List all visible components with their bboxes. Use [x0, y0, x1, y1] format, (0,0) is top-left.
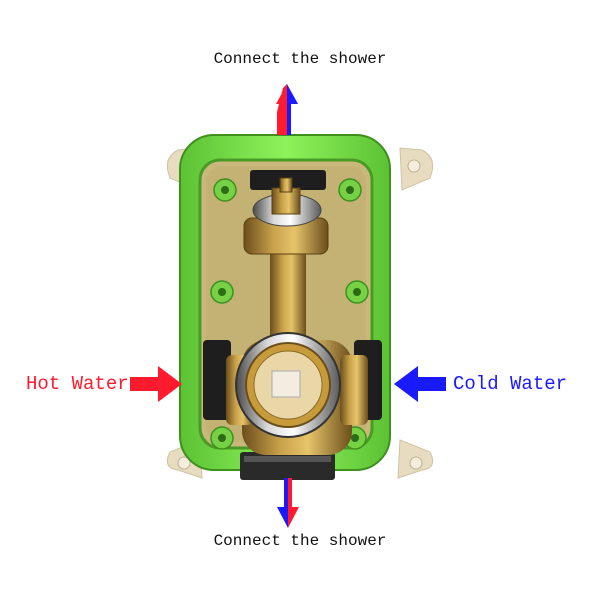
hot-water-arrow	[130, 366, 182, 402]
bottom-outlet-label: Connect the shower	[213, 532, 387, 550]
screw-bosses	[210, 178, 369, 450]
main-cartridge	[235, 332, 341, 438]
top-outlet-label: Connect the shower	[213, 50, 387, 68]
hot-water-label: Hot Water	[26, 373, 129, 395]
top-outlet-arrow	[276, 84, 298, 135]
bottom-outlet-arrow	[277, 478, 299, 528]
cold-water-arrow	[394, 366, 446, 402]
cold-water-label: Cold Water	[453, 373, 568, 395]
top-cartridge	[243, 177, 329, 255]
